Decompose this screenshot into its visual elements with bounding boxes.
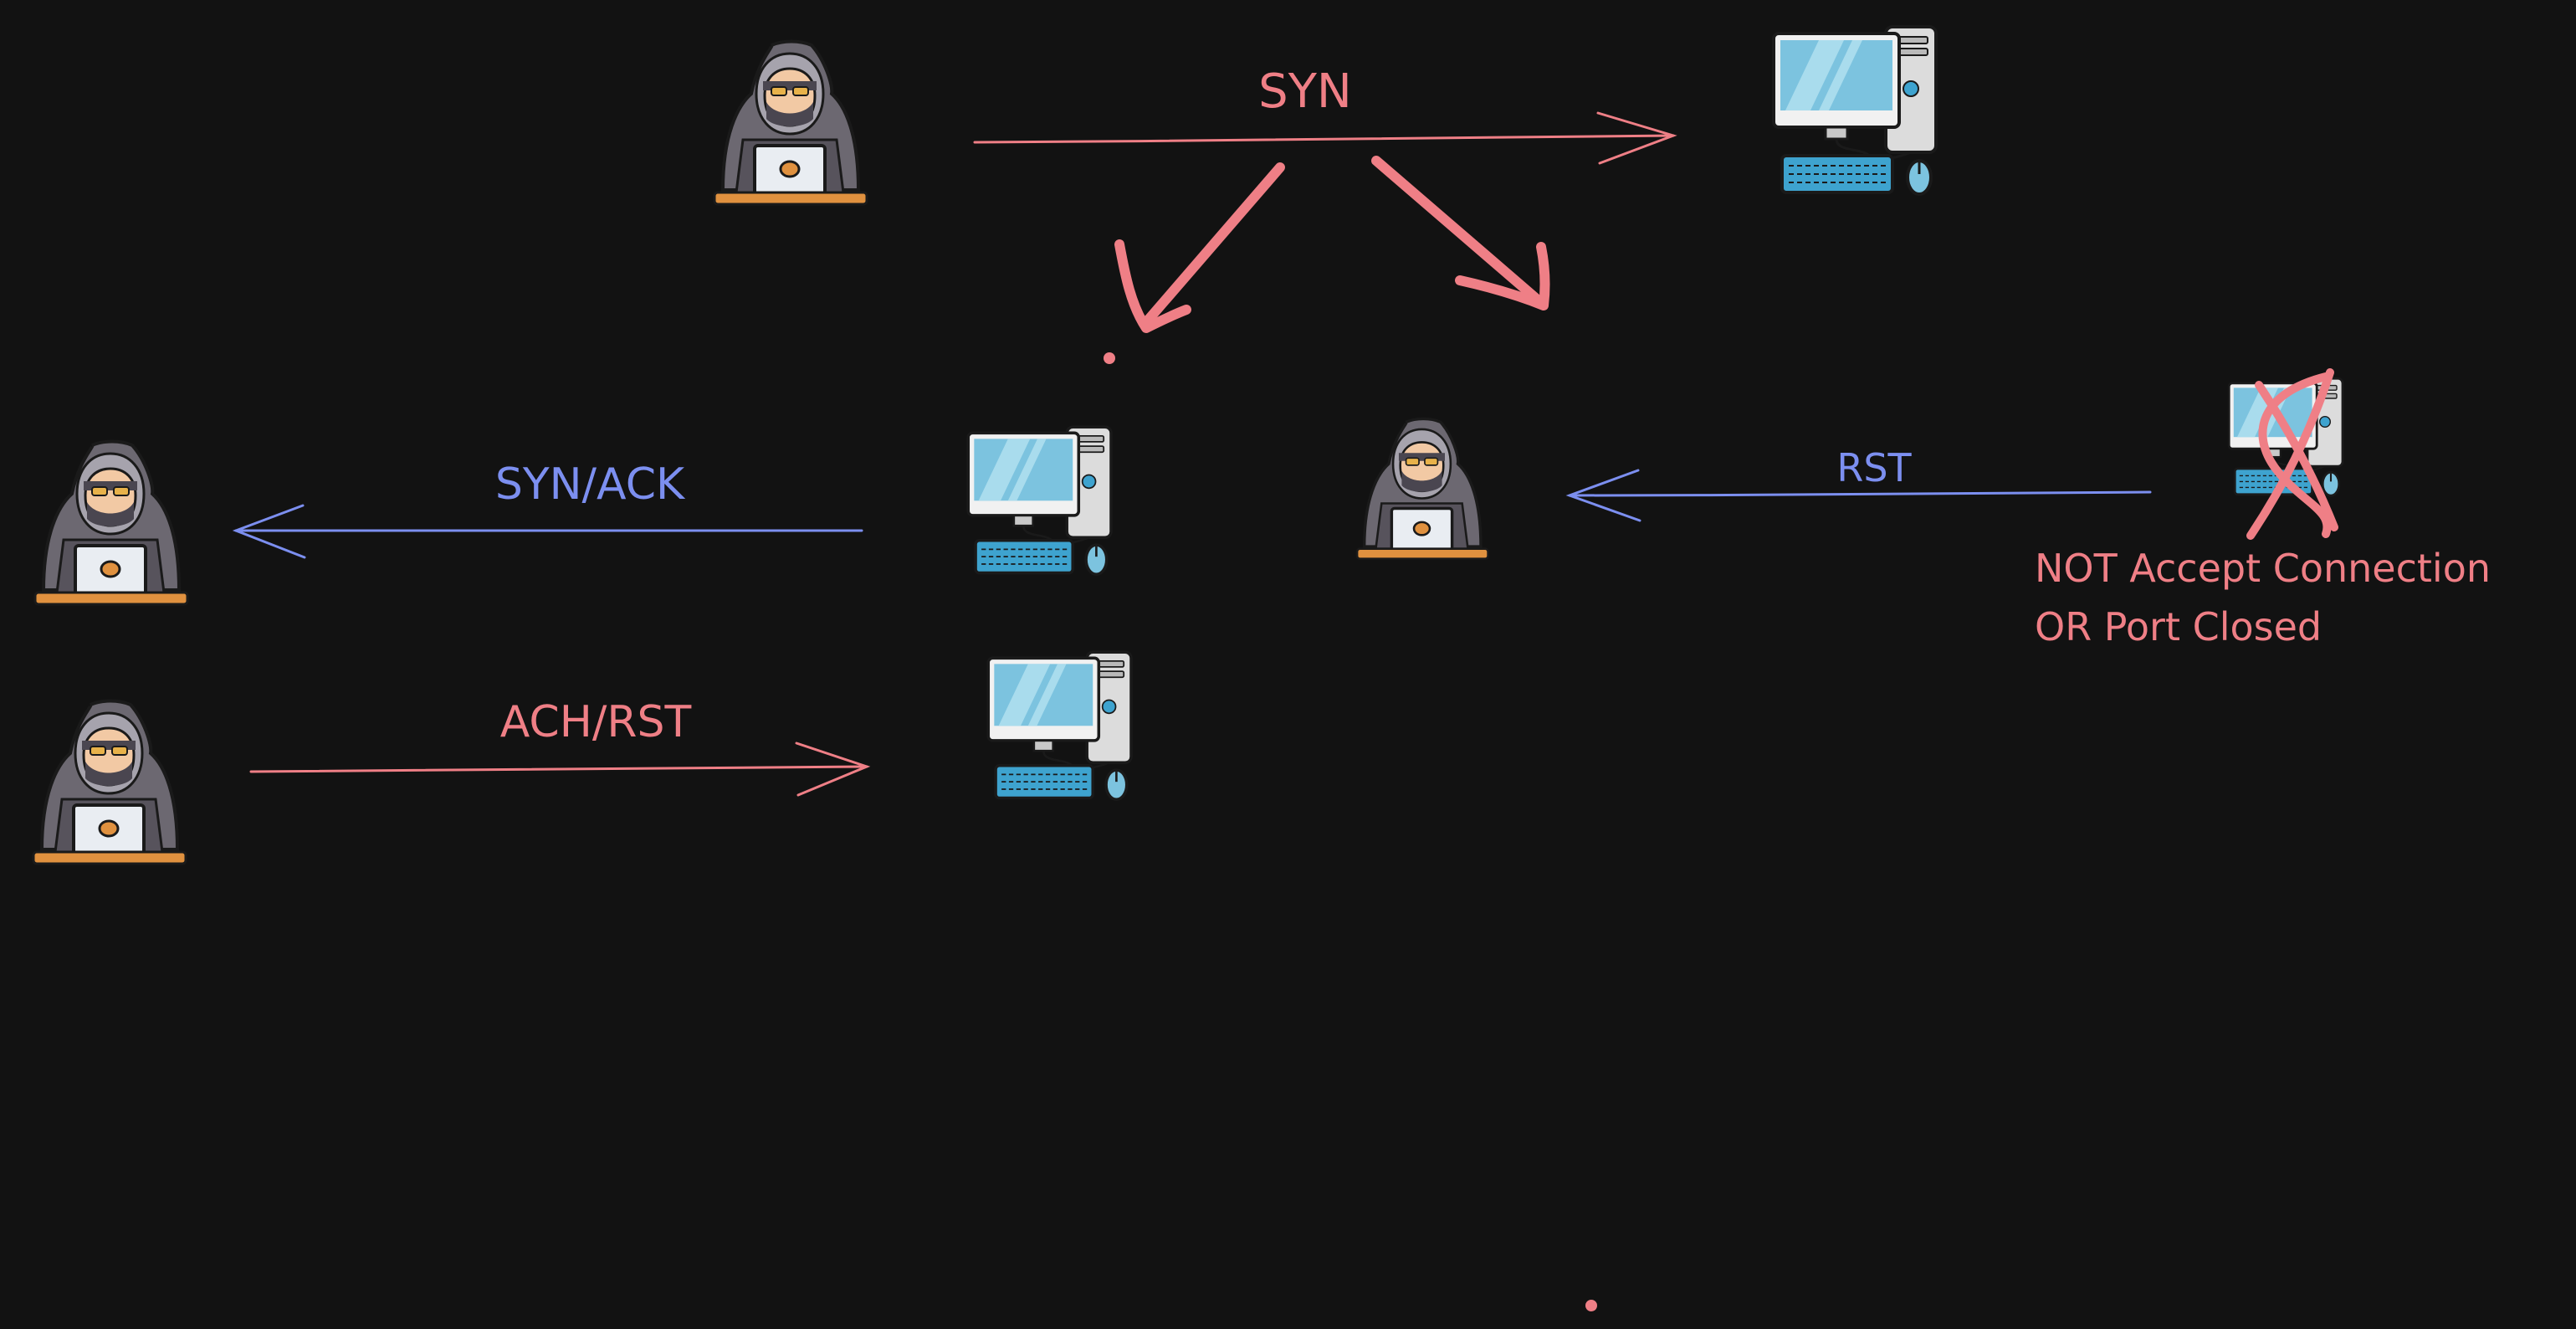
branch-arrow-right	[1371, 156, 1550, 310]
closed-label-line2: OR Port Closed	[2035, 604, 2322, 649]
closed-cross	[2246, 368, 2338, 540]
branch-arrow-left	[1114, 162, 1285, 333]
ack-rst-label: ACH/RST	[500, 697, 692, 747]
syn-label: SYN	[1258, 64, 1352, 119]
rst-label: RST	[1836, 445, 1912, 490]
computer-icon	[1772, 25, 1938, 196]
stray-dot	[1104, 352, 1115, 364]
rst-arrow	[1565, 469, 2152, 522]
hacker-icon	[1355, 417, 1490, 561]
stray-dot	[1585, 1300, 1597, 1311]
hacker-icon	[32, 699, 187, 865]
ack-rst-arrow	[249, 741, 871, 797]
computer-icon	[986, 650, 1133, 802]
closed-label-line1: NOT Accept Connection	[2035, 546, 2491, 591]
syn-ack-arrow	[232, 504, 863, 559]
computer-icon	[966, 425, 1113, 577]
syn-arrow	[973, 111, 1677, 165]
hacker-icon	[33, 439, 189, 606]
hacker-icon	[713, 39, 868, 206]
syn-ack-label: SYN/ACK	[495, 459, 686, 510]
